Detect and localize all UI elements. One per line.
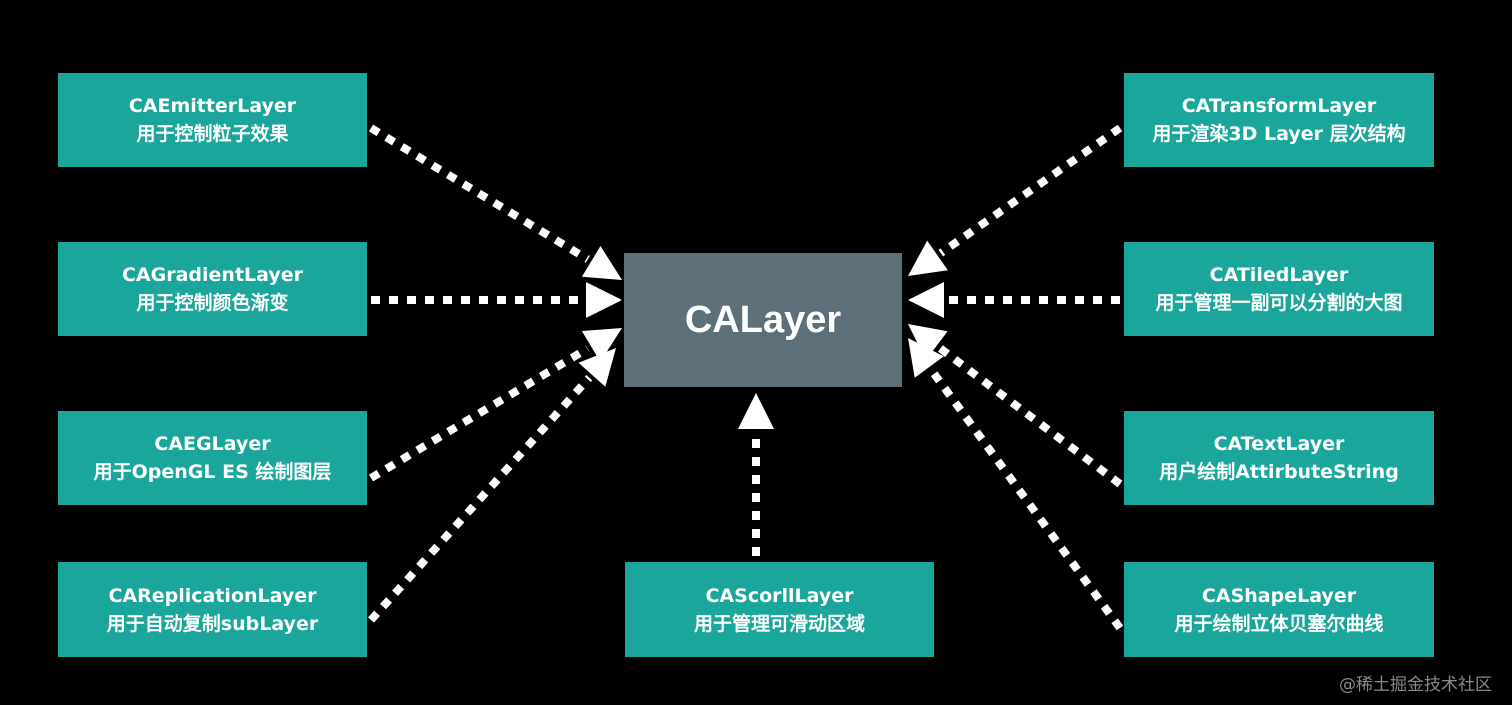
node-caeglayer: CAEGLayer 用于OpenGL ES 绘制图层 [58,411,367,505]
arrow-head [738,393,774,429]
arrow-head [908,338,944,378]
node-description: 用于渲染3D Layer 层次结构 [1152,123,1406,145]
arrow-shaft [368,124,590,263]
arrow-head [908,240,948,276]
arrow-shaft [368,375,593,623]
node-description: 用于控制粒子效果 [136,123,289,145]
node-catextlayer: CATextLayer 用户绘制AttirbuteString [1124,411,1434,505]
node-cagradientlayer: CAGradientLayer 用于控制颜色渐变 [58,242,367,336]
arrow-caeglayer [368,328,622,482]
arrow-catiledlayer [908,282,1120,318]
center-node-title: CALayer [684,298,842,341]
node-name: CATransformLayer [1181,95,1377,117]
arrow-shaft [928,367,1124,631]
node-description: 用于控制颜色渐变 [136,292,289,314]
node-name: CAEGLayer [154,433,271,455]
node-name: CAEmitterLayer [128,95,297,117]
arrow-catextlayer [908,324,1123,488]
node-description: 用于OpenGL ES 绘制图层 [93,461,332,483]
arrow-careplicationlayer [368,348,616,623]
arrow-shaft [937,344,1123,488]
center-node-calayer: CALayer [624,253,902,387]
node-catransformlayer: CATransformLayer 用于渲染3D Layer 层次结构 [1124,73,1434,167]
arrow-head [581,328,622,362]
node-description: 用户绘制AttirbuteString [1159,461,1399,483]
node-name: CATiledLayer [1209,264,1349,286]
arrow-caemitterlayer [368,124,622,280]
node-description: 用于绘制立体贝塞尔曲线 [1174,612,1384,635]
node-name: CAGradientLayer [121,264,304,286]
node-cascorlllayer: CAScorllLayer 用于管理可滑动区域 [625,562,934,657]
node-name: CAReplicationLayer [108,584,317,607]
node-description: 用于自动复制subLayer [106,612,319,635]
arrow-cascorlllayer [738,393,774,556]
arrow-head [908,282,944,318]
node-name: CAShapeLayer [1201,584,1357,607]
arrow-head [581,246,622,280]
arrow-head [578,348,616,387]
node-caemitterlayer: CAEmitterLayer 用于控制粒子效果 [58,73,367,167]
node-name: CAScorllLayer [705,584,854,607]
node-cashapelayer: CAShapeLayer 用于绘制立体贝塞尔曲线 [1124,562,1434,657]
node-description: 用于管理可滑动区域 [693,612,865,635]
arrow-catransformlayer [908,124,1123,276]
node-careplicationlayer: CAReplicationLayer 用于自动复制subLayer [58,562,367,657]
watermark: @稀土掘金技术社区 [1339,675,1492,695]
arrow-head [908,324,948,361]
arrow-shaft [938,124,1123,257]
arrow-shaft [368,345,590,482]
node-name: CATextLayer [1213,433,1345,455]
arrow-cagradientlayer [371,282,622,318]
node-description: 用于管理一副可以分割的大图 [1155,292,1403,314]
arrow-cashapelayer [908,338,1124,631]
node-catiledlayer: CATiledLayer 用于管理一副可以分割的大图 [1124,242,1434,336]
arrow-head [586,282,622,318]
